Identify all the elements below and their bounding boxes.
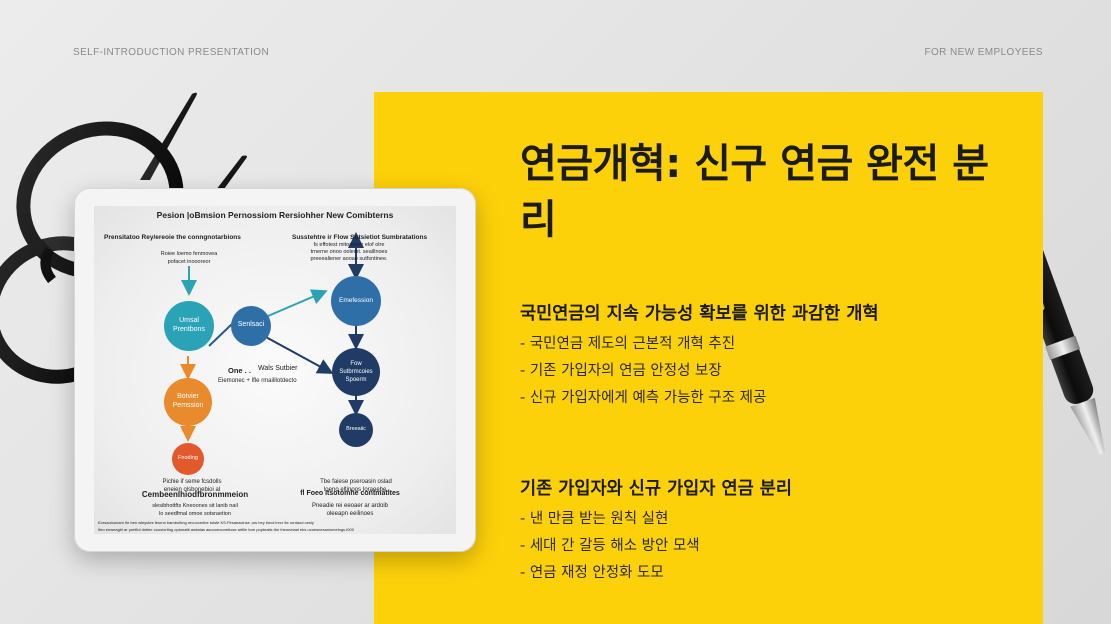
diagram-right-heading: Susstehtre ir Flow Sutsietiot Sumbratati… xyxy=(292,234,428,241)
list-item: - 신규 가입자에게 예측 가능한 구조 제공 xyxy=(520,390,767,406)
presentation-label: SELF-INTRODUCTION PRESENTATION xyxy=(73,47,270,58)
list-item: - 국민연금 제도의 근본적 개혁 추진 xyxy=(520,336,736,352)
diagram-mid-label-3: Eiemonec + Ifle rmailllotdecto xyxy=(218,378,297,384)
audience-label: FOR NEW EMPLOYEES xyxy=(924,47,1043,58)
node-center-label: Senlsaci xyxy=(237,321,265,328)
list-item: - 세대 간 갈등 해소 방안 모색 xyxy=(520,538,700,554)
node-right-top-label: Emefession xyxy=(339,297,373,304)
list-item: - 연금 재정 안정화 도모 xyxy=(520,565,664,581)
diagram-footnote-2: Ifeo enweaghl ar preifiol dntiee coooior… xyxy=(98,527,354,532)
diagram-left-footer-heading: Cembeenlhiodfbronmmeion xyxy=(141,490,249,499)
node-right-bot-label: Breeaiic xyxy=(346,426,366,432)
section-heading-2: 기존 가입자와 신규 가입자 연금 분리 xyxy=(520,479,792,499)
section-list-1: - 국민연금 제도의 근본적 개혁 추진 - 기존 가입자의 연금 안정성 보장… xyxy=(520,331,766,412)
tablet-device: Pesion |oBmsion Pernossiom Rersiohher Ne… xyxy=(74,188,476,552)
section-list-2: - 낸 만큼 받는 원칙 실현 - 세대 간 갈등 해소 방안 모색 - 연금 … xyxy=(520,506,700,587)
diagram-left-heading: Prensitatoo Rey/ereoie the conngnotarbio… xyxy=(104,234,241,241)
node-center xyxy=(231,306,271,346)
diagram-mid-label-1: One . . xyxy=(228,366,251,375)
diagram-right-footer-heading: fl Foeo Itsotomhe contmatltes xyxy=(300,490,400,497)
node-red xyxy=(172,443,204,475)
node-right-top xyxy=(331,276,381,326)
section-heading-1: 국민연금의 지속 가능성 확보를 위한 과감한 개혁 xyxy=(520,304,879,324)
node-red-label: Fnoding xyxy=(178,455,198,461)
list-item: - 낸 만큼 받는 원칙 실현 xyxy=(520,511,669,527)
slide-title: 연금개혁: 신구 연금 완전 분리 xyxy=(520,141,989,243)
diagram-graphic xyxy=(164,232,381,475)
node-right-bot xyxy=(339,413,373,447)
node-orange xyxy=(164,378,212,426)
node-right-mid xyxy=(332,348,380,396)
diagram-screen: Pesion |oBmsion Pernossiom Rersiohher Ne… xyxy=(94,206,456,534)
diagram-mid-label-2: Wals Sutbier xyxy=(258,365,298,372)
list-item: - 기존 가입자의 연금 안정성 보장 xyxy=(520,363,722,379)
content-panel xyxy=(374,92,1043,624)
diagram-title: Pesion |oBmsion Pernossiom Rersiohher Ne… xyxy=(156,210,394,220)
diagram-footnote-1: Eorsaoiounanr fie ben wleyctes fesrnn ba… xyxy=(98,520,314,525)
node-teal xyxy=(164,301,214,351)
